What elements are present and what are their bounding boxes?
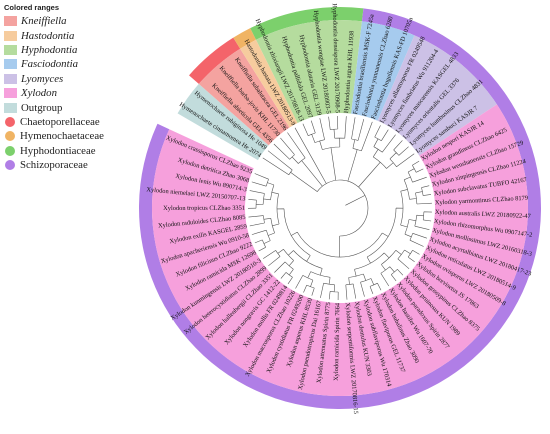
legend-dot (5, 116, 15, 127)
legend-dot (5, 145, 15, 156)
tree-branches (247, 115, 432, 301)
legend-swatch (4, 102, 17, 113)
legend-swatch (4, 44, 17, 55)
range-kneiffiella (198, 48, 290, 146)
legend-swatch (4, 88, 17, 99)
legend-label: Outgroup (21, 101, 63, 114)
leaf-label: Hyphodontia densispora LWZ 20170908-5 (331, 3, 341, 113)
range-fasciodontia (351, 21, 415, 121)
leaf-label: Xylodon yarmontinus CLZhao 8179 (435, 195, 528, 207)
family-bands (138, 6, 541, 409)
legend-item-chaetoporellaceae: Chaetoporellaceae (4, 115, 154, 129)
legend-label: Xylodon (21, 87, 57, 100)
legend-label: Hyphodontiaceae (20, 144, 96, 157)
legend-item-fasciodontia: Fasciodontia (4, 57, 154, 71)
legend-swatch (4, 30, 17, 41)
band-hymenochaetaceae (233, 28, 257, 49)
legend-item-hyphodontiaceae: Hyphodontiaceae (4, 144, 154, 158)
legend-title: Colored ranges (4, 3, 60, 12)
legend-label: Fasciodontia (21, 58, 78, 71)
legend-item-hyphodontia: Hyphodontia (4, 43, 154, 57)
legend-label: Hyphodontia (21, 43, 78, 56)
tree-branch-lines (247, 115, 432, 301)
legend-item-hastodontia: Hastodontia (4, 28, 154, 42)
range-hastodontia (240, 39, 298, 128)
legend-item-kneiffiella: Kneiffiella (4, 14, 154, 28)
leaf-label: Xylodon ramicida Spirin 7664 (333, 302, 342, 381)
range-outgroup (177, 83, 269, 161)
legend-item-lyomyces: Lyomyces (4, 72, 154, 86)
clade-ranges (152, 20, 528, 396)
legend-label: Hymenochaetaceae (20, 130, 104, 143)
legend-label: Hastodontia (21, 29, 75, 42)
band-hyphodontiaceae (250, 6, 364, 40)
range-hyphodontia (256, 20, 362, 124)
legend-label: Schizoporaceae (20, 159, 88, 172)
range-xylodon (152, 104, 528, 396)
range-lyomyces (377, 35, 497, 156)
legend-dot (5, 131, 15, 142)
legend-swatch (4, 59, 17, 70)
legend-swatch (4, 73, 17, 84)
legend-dot (5, 160, 15, 171)
legend-swatch (4, 16, 17, 27)
legend-label: Kneiffiella (21, 15, 67, 28)
legend-label: Lyomyces (21, 72, 64, 85)
legend-item-outgroup: Outgroup (4, 100, 154, 114)
leaf-label: Xylodon australis LWZ 20180922-47 (435, 209, 532, 220)
leaf-label: Xylodon tropicus CLZhao 3351 (163, 205, 245, 212)
legend-label: Chaetoporellaceae (20, 115, 100, 128)
legend-item-xylodon: Xylodon (4, 86, 154, 100)
band-chaetoporellaceae (189, 37, 241, 84)
legend-item-schizoporaceae: Schizoporaceae (4, 158, 154, 172)
legend-item-hymenochaetaceae: Hymenochaetaceae (4, 129, 154, 143)
